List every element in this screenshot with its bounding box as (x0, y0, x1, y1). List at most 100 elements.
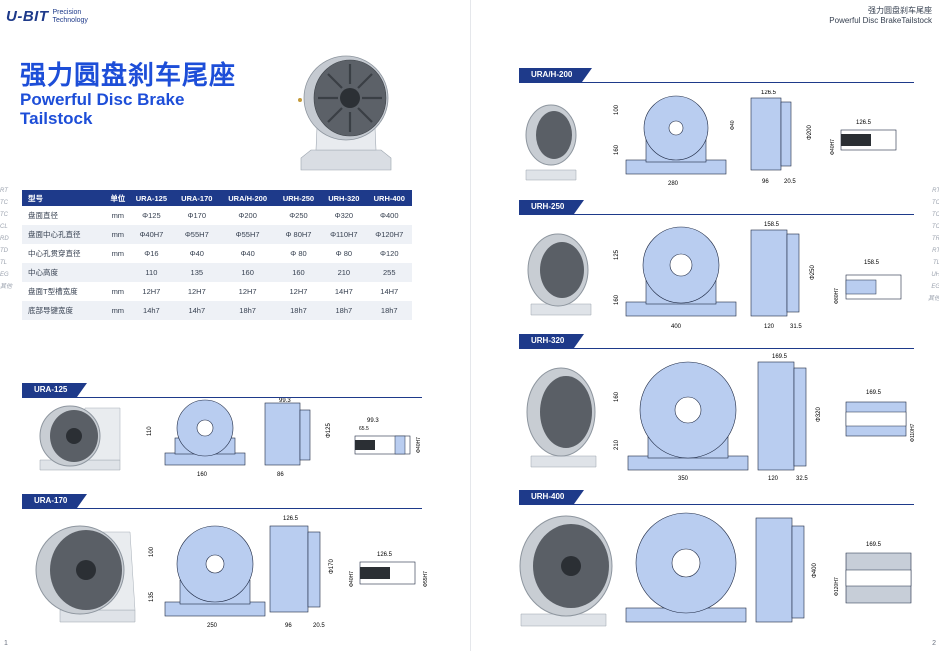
table-cell: 14h7 (128, 301, 175, 320)
col-header-ura170: URA-170 (174, 190, 220, 206)
dim-label: 169.5 (866, 390, 882, 396)
section-rule (519, 348, 914, 349)
table-cell: Φ40 (174, 244, 220, 263)
dim-label: 120 (768, 476, 779, 482)
table-cell: Φ400 (366, 206, 412, 225)
urh320-drawings: 160 210 350 169.5 120 32.5 Φ320 169.5 Φ1… (526, 354, 916, 482)
side-tab: RT (932, 188, 939, 194)
table-cell: 135 (174, 263, 220, 282)
section-band-urah200: URA/H-200 (519, 68, 593, 82)
dim-label: 160 (614, 144, 620, 155)
side-index-tabs: RT TC TC CL RD TD TL EG 其他 (0, 185, 12, 293)
left-page: U-BIT Precision Technology 强力圆盘刹车尾座 Powe… (0, 8, 429, 647)
dim-label: Φ125 (326, 423, 332, 438)
dim-label: 158.5 (864, 260, 880, 266)
dim-label: 20.5 (313, 623, 325, 629)
section-band-urh320: URH-320 (519, 334, 585, 348)
tailstock-hero-image (298, 55, 392, 171)
page-title-en-line2: Tailstock (20, 109, 93, 128)
ura170-drawings: 100 135 250 126.5 96 20.5 Φ170 126.5 Φ40… (149, 516, 429, 629)
side-tab: CL (0, 224, 8, 230)
urh400-drawings: Φ400 169.5 Φ120H7 (519, 512, 912, 627)
side-tab: RT (932, 248, 939, 254)
table-cell: 18h7 (321, 301, 367, 320)
table-cell: mm (106, 244, 129, 263)
side-index-tabs-right: RT TC TC TC TR RT TL UH EG 其他 (928, 185, 939, 305)
side-tab: TC (932, 212, 939, 218)
dim-label: Φ40H7 (349, 571, 355, 587)
col-header-urh320: URH-320 (321, 190, 367, 206)
dim-label: 160 (614, 391, 620, 402)
dim-label: Φ55H7 (423, 571, 429, 587)
table-cell: Φ170 (174, 206, 220, 225)
table-cell: 18h7 (219, 301, 276, 320)
ura170-photo (35, 525, 136, 623)
table-cell: 18h7 (275, 301, 322, 320)
table-cell: 中心孔贯穿直径 (22, 244, 107, 263)
col-header-model: 型号 (22, 190, 107, 206)
dim-label: 20.5 (784, 179, 796, 185)
side-tab: RT (0, 188, 8, 194)
side-tab: TL (0, 260, 8, 266)
table-cell: Φ 80 (321, 244, 367, 263)
table-cell (106, 263, 129, 282)
table-cell: Φ250 (275, 206, 322, 225)
side-tab: TD (0, 248, 8, 254)
page-number-left: 1 (4, 640, 8, 647)
section-band-ura170: URA-170 (22, 494, 88, 508)
table-cell: 盘面中心孔直径 (22, 225, 107, 244)
table-cell: 底部导键宽度 (22, 301, 107, 320)
dim-label: 400 (671, 324, 682, 330)
dim-label: 280 (668, 181, 679, 187)
dim-label: 120 (764, 324, 775, 330)
spec-table-header-row: 型号 单位 URA-125 URA-170 URA/H-200 URH-250 … (22, 190, 412, 206)
table-cell: Φ120H7 (366, 225, 412, 244)
section-band-urh250: URH-250 (519, 200, 585, 214)
dim-label: Φ250 (810, 265, 816, 280)
spec-table: 型号 单位 URA-125 URA-170 URA/H-200 URH-250 … (22, 190, 412, 320)
side-tab: TR (932, 236, 939, 242)
dim-label: 210 (614, 439, 620, 450)
dim-label: 65.5 (359, 426, 369, 432)
dim-label: 86 (277, 472, 284, 478)
table-cell: 14h7 (174, 301, 220, 320)
running-header: 强力圆盘刹车尾座 Powerful Disc BrakeTailstock (829, 6, 932, 25)
dim-label: 126.5 (377, 552, 393, 558)
dim-label: 350 (678, 476, 689, 482)
dim-label: Φ80H7 (834, 288, 840, 304)
col-header-unit: 单位 (106, 190, 129, 206)
table-cell: mm (106, 282, 129, 301)
table-cell: Φ40H7 (128, 225, 175, 244)
page-title-zh: 强力圆盘刹车尾座 (20, 60, 237, 90)
dim-label: 158.5 (764, 222, 780, 228)
section-rule (22, 397, 422, 398)
side-tab: TL (932, 260, 939, 266)
table-cell: Φ125 (128, 206, 175, 225)
dim-label: 110 (147, 426, 153, 436)
side-tab: TC (0, 200, 8, 206)
table-cell: 160 (219, 263, 276, 282)
table-cell: Φ200 (219, 206, 276, 225)
side-tab: UH (931, 272, 939, 278)
dim-label: Φ200 (807, 125, 813, 140)
dim-label: 169.5 (772, 354, 788, 360)
page-title-en-line1: Powerful Disc Brake (20, 90, 185, 109)
dim-label: 160 (614, 294, 620, 305)
dim-label: 96 (762, 179, 769, 185)
col-header-urh400: URH-400 (366, 190, 412, 206)
side-tab: EG (0, 272, 9, 278)
table-cell: 盘面T型槽宽度 (22, 282, 107, 301)
section-band-ura125: URA-125 (22, 383, 88, 397)
dim-label: 126.5 (283, 516, 299, 522)
dim-label: 96 (285, 623, 292, 629)
dim-label: 31.5 (790, 324, 802, 330)
dim-label: Φ170 (329, 559, 335, 574)
dim-label: 125 (614, 249, 620, 260)
table-cell: Φ55H7 (174, 225, 220, 244)
section-rule (519, 214, 914, 215)
side-tab: TC (932, 200, 939, 206)
